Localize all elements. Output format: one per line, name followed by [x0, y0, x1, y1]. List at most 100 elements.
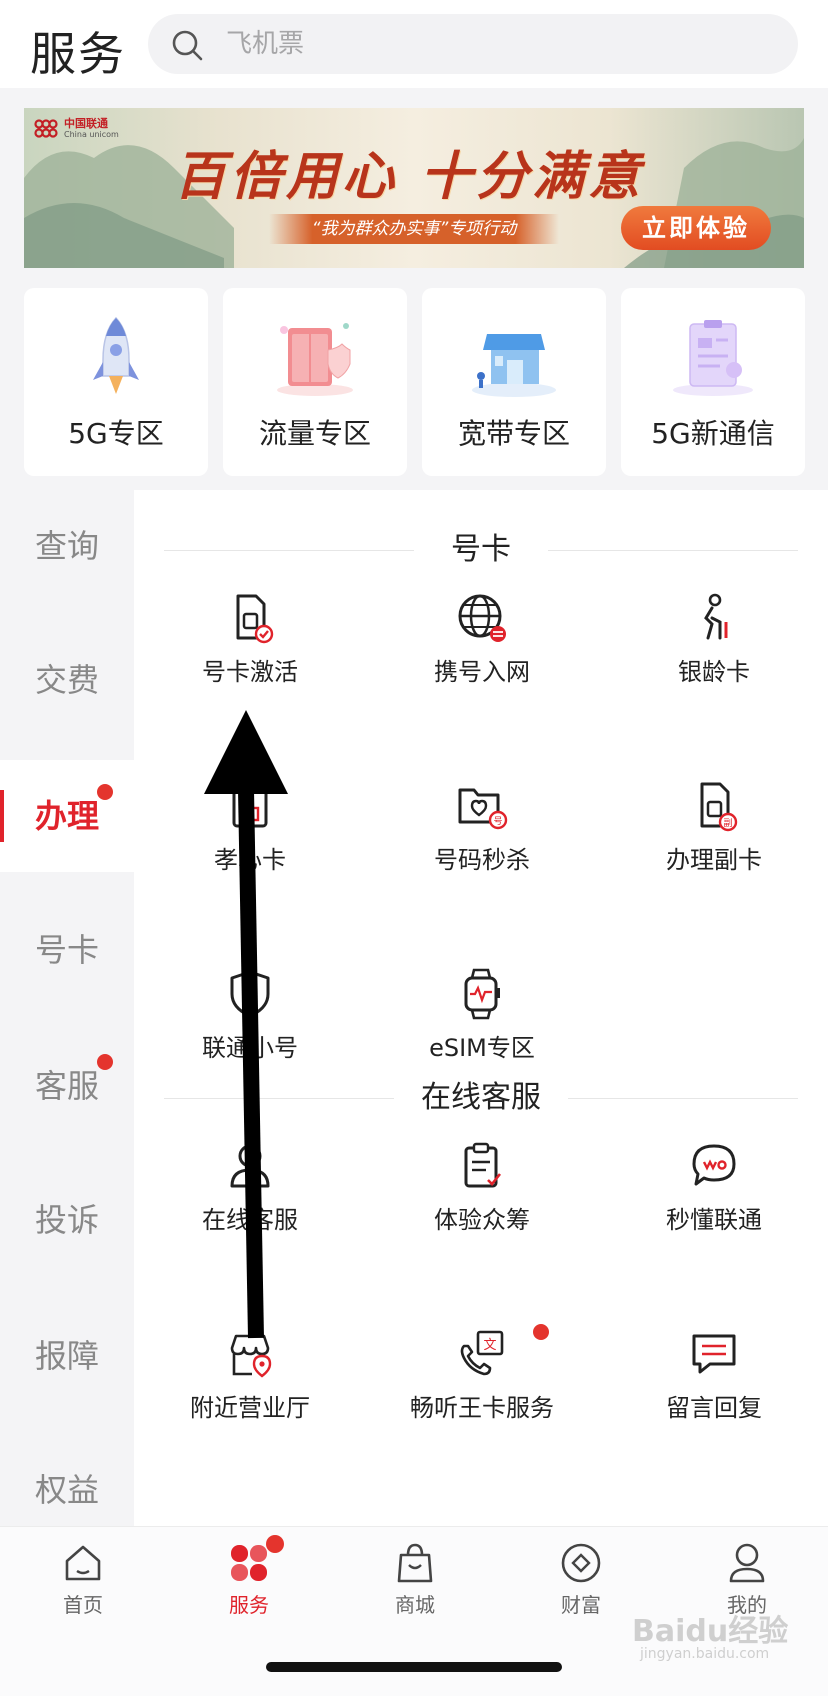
sim-check-icon — [236, 594, 274, 644]
svg-text:号: 号 — [493, 816, 502, 827]
quick-links: 5G专区 流量专区 宽带专区 — [24, 288, 805, 476]
service-label: 畅听王卡服务 — [410, 1394, 554, 1422]
service-senior-card[interactable]: 银龄卡 — [598, 592, 828, 742]
sidebar-item-fault-report[interactable]: 报障 — [0, 1300, 134, 1412]
service-label: 孝心卡 — [214, 846, 286, 874]
sidebar-item-number-card[interactable]: 号卡 — [0, 894, 134, 1006]
service-understand-unicom[interactable]: 秒懂联通 — [598, 1140, 828, 1290]
service-filial-card[interactable]: 孝心卡 — [134, 780, 366, 930]
sidebar-item-label: 报障 — [34, 1337, 99, 1375]
service-content: 号卡 号卡激活 携号入网 银龄卡 — [134, 490, 828, 1526]
sidebar-item-payment[interactable]: 交费 — [0, 624, 134, 736]
service-label: 附近营业厅 — [190, 1394, 310, 1422]
service-label: 携号入网 — [434, 658, 530, 686]
sidebar-item-handle[interactable]: 办理 — [0, 760, 134, 872]
wealth-icon — [561, 1543, 601, 1583]
sidebar-item-customer-service[interactable]: 客服 — [0, 1030, 134, 1142]
service-number-portability[interactable]: 携号入网 — [366, 592, 598, 742]
quick-link-broadband-zone[interactable]: 宽带专区 — [422, 288, 606, 476]
sim-secondary-icon: 副 — [700, 782, 738, 832]
service-message-reply[interactable]: 留言回复 — [598, 1328, 828, 1478]
tab-label: 商城 — [395, 1593, 435, 1617]
service-label: 号卡激活 — [202, 658, 298, 686]
quick-link-label: 5G专区 — [68, 417, 164, 450]
tab-label: 服务 — [229, 1593, 269, 1617]
unicom-logo: 中国联通 China unicom — [32, 118, 119, 140]
services-icon — [231, 1545, 267, 1581]
service-label: 留言回复 — [666, 1394, 762, 1422]
notification-dot — [533, 1324, 549, 1340]
service-label: 办理副卡 — [666, 846, 762, 874]
data-box-icon — [277, 323, 353, 396]
clipboard-check-icon — [464, 1142, 502, 1188]
service-wangka-listen[interactable]: 文 畅听王卡服务 — [366, 1324, 598, 1478]
sidebar-item-query[interactable]: 查询 — [0, 490, 134, 602]
shop-location-icon — [230, 1334, 272, 1378]
store-icon — [472, 334, 556, 397]
tab-services[interactable]: 服务 — [166, 1535, 332, 1621]
folder-heart-icon: 号 — [458, 788, 508, 830]
service-esim-zone[interactable]: eSIM专区 — [366, 968, 598, 1118]
phone-translate-icon: 文 — [460, 1330, 504, 1376]
globe-transfer-icon — [458, 594, 506, 642]
search-box[interactable] — [148, 14, 798, 74]
banner-cta-button[interactable]: 立即体验 — [621, 206, 771, 250]
service-label: 银龄卡 — [678, 658, 750, 686]
svg-text:文: 文 — [483, 1338, 496, 1353]
watch-icon — [464, 968, 500, 1020]
clipboard-icon — [673, 320, 753, 396]
section-title-number-card: 号卡 — [164, 528, 798, 572]
brand-name: 中国联通 — [64, 117, 108, 130]
service-label: 号码秒杀 — [434, 846, 530, 874]
section-title-online-service: 在线客服 — [164, 1076, 798, 1120]
sidebar-item-label: 交费 — [34, 661, 99, 699]
sidebar-item-label: 办理 — [34, 797, 99, 835]
elder-icon — [704, 593, 728, 640]
brand-name-en: China unicom — [64, 130, 119, 139]
service-number-flash-sale[interactable]: 号 号码秒杀 — [366, 780, 598, 930]
svg-text:副: 副 — [723, 818, 732, 829]
sidebar-item-benefits[interactable]: 权益 — [0, 1434, 134, 1546]
tab-home[interactable]: 首页 — [0, 1541, 166, 1621]
category-sidebar: 查询 交费 办理 号卡 客服 投诉 报障 权益 — [0, 490, 134, 1526]
service-sim-activation[interactable]: 号卡激活 — [134, 592, 366, 742]
quick-link-5g-zone[interactable]: 5G专区 — [24, 288, 208, 476]
shield-icon — [230, 970, 270, 1018]
service-online-agent[interactable]: 在线客服 — [134, 1140, 366, 1290]
sidebar-item-complaint[interactable]: 投诉 — [0, 1164, 134, 1276]
service-nearby-store[interactable]: 附近营业厅 — [134, 1328, 366, 1478]
tab-profile[interactable]: 我的 — [664, 1541, 828, 1621]
tab-label: 首页 — [63, 1593, 103, 1617]
sidebar-item-label: 投诉 — [34, 1201, 99, 1239]
service-label: 秒懂联通 — [666, 1206, 762, 1234]
sidebar-item-label: 号卡 — [34, 931, 99, 969]
tab-mall[interactable]: 商城 — [332, 1541, 498, 1621]
home-indicator[interactable] — [266, 1662, 562, 1672]
service-label: 体验众筹 — [434, 1206, 530, 1234]
search-icon — [172, 30, 203, 61]
sidebar-item-label: 查询 — [34, 527, 99, 565]
tab-label: 我的 — [727, 1593, 767, 1617]
message-icon — [692, 1334, 736, 1374]
tab-wealth[interactable]: 财富 — [498, 1541, 664, 1621]
quick-link-label: 宽带专区 — [457, 417, 570, 450]
tab-label: 财富 — [561, 1593, 601, 1617]
notification-dot — [97, 784, 113, 800]
service-experience-crowdfunding[interactable]: 体验众筹 — [366, 1140, 598, 1290]
search-input[interactable] — [226, 14, 766, 74]
quick-link-label: 流量专区 — [258, 417, 371, 450]
service-secondary-card[interactable]: 副 办理副卡 — [598, 780, 828, 930]
service-label: eSIM专区 — [429, 1034, 535, 1062]
unicom-knot-icon — [34, 119, 58, 138]
notification-dot — [266, 1535, 284, 1553]
promo-banner[interactable]: 中国联通 China unicom 百倍用心 十分满意 “我为群众办实事”专项行… — [24, 108, 804, 268]
banner-headline: 百倍用心 十分满意 — [173, 146, 645, 207]
watermark: Baidu经验 — [632, 1614, 789, 1649]
top-bar: 服务 — [0, 0, 828, 88]
profile-icon — [729, 1543, 765, 1583]
watermark-url: jingyan.baidu.com — [640, 1646, 770, 1662]
quick-link-5g-new-messaging[interactable]: 5G新通信 — [621, 288, 805, 476]
sidebar-item-label: 客服 — [34, 1067, 99, 1105]
quick-link-data-zone[interactable]: 流量专区 — [223, 288, 407, 476]
sidebar-item-label: 权益 — [34, 1471, 99, 1509]
